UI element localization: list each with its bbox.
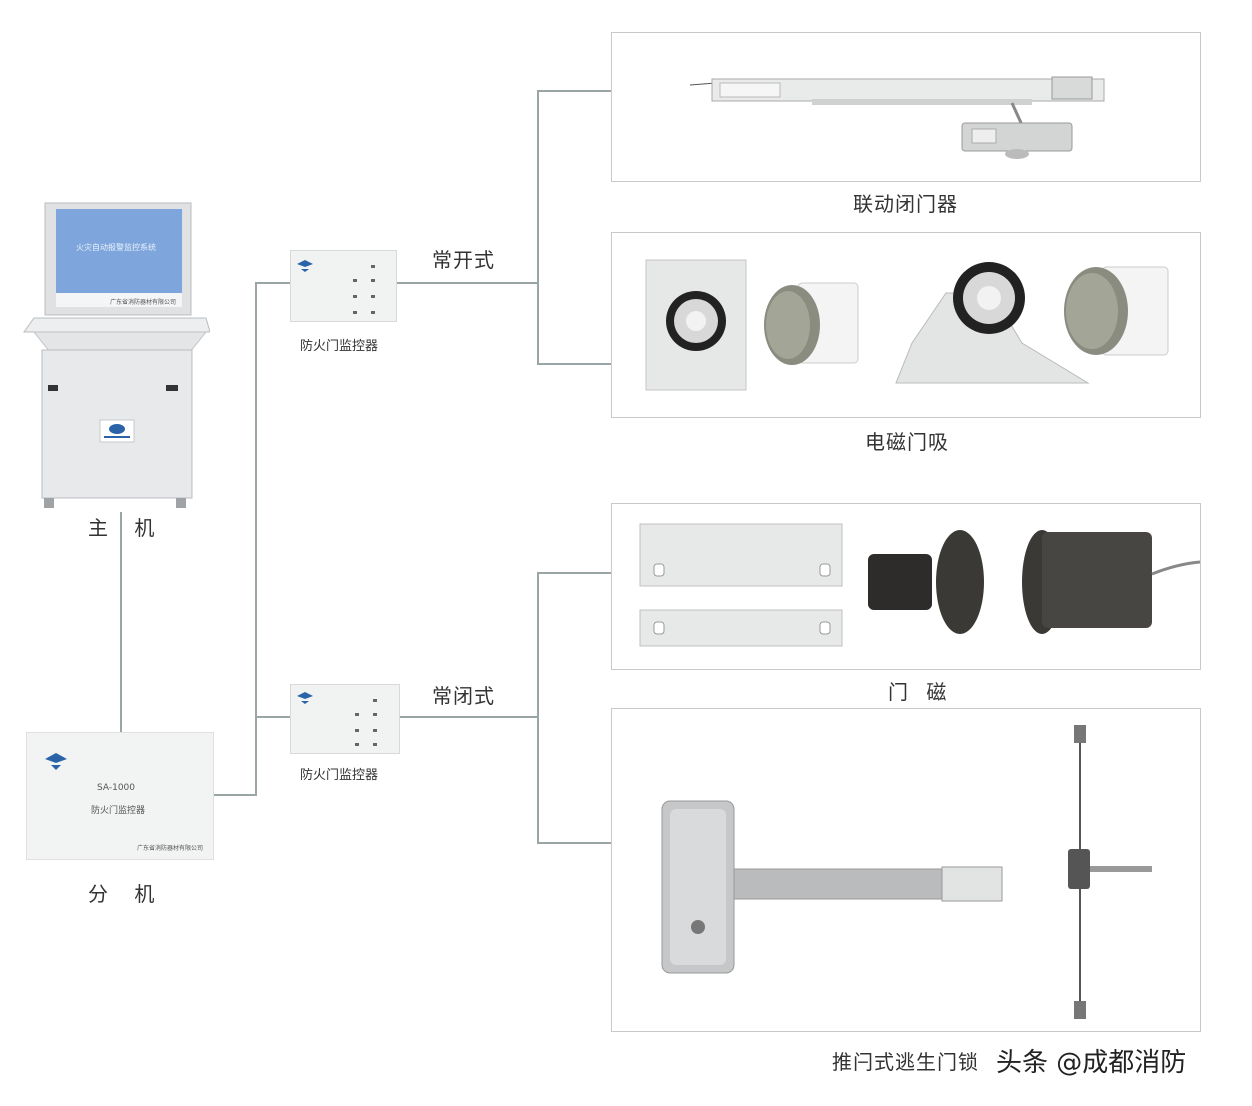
wire-to-controller-1 [255, 282, 290, 284]
controller-2-logo-icon [297, 692, 313, 704]
indicator-dot [373, 699, 377, 702]
product-label-panic-exit-lock: 推闩式逃生门锁 [832, 1050, 979, 1074]
controller-2-label: 防火门监控器 [300, 768, 379, 783]
wire-branch-2-bottom [537, 842, 611, 844]
wire-branch-1-vertical [537, 90, 539, 365]
indicator-dot [371, 295, 375, 298]
sub-host-footer: 广东省消防器材有限公司 [137, 845, 204, 852]
host-screen-title: 火灾自动报警监控系统 [76, 243, 156, 252]
host-screen-footer: 广东省消防器材有限公司 [110, 299, 177, 306]
panel-electromagnetic-holder [611, 232, 1201, 418]
indicator-dot [353, 311, 357, 314]
panel-door-closer [611, 32, 1201, 182]
product-label-electromagnetic-holder: 电磁门吸 [865, 430, 949, 454]
wire-branch-1-top [537, 90, 611, 92]
watermark-text: 头条 @成都消防 [996, 1048, 1187, 1078]
wire-branch-2-top [537, 572, 611, 574]
controller-1-logo-icon [297, 260, 313, 272]
indicator-dot [355, 743, 359, 746]
wire-to-controller-2 [255, 716, 290, 718]
electromagnetic-holder-image [645, 259, 1169, 391]
door-closer-image [689, 76, 1105, 159]
indicator-dot [371, 279, 375, 282]
sub-host-panel: SA-1000 防火门监控器 广东省消防器材有限公司 [26, 732, 214, 860]
wire-controller-2-out [400, 716, 539, 718]
indicator-dot [355, 729, 359, 732]
host-workstation-illustration [23, 202, 211, 508]
panic-exit-lock-image [661, 725, 1152, 1019]
panel-panic-exit-lock [611, 708, 1201, 1032]
wire-host-to-subhost [120, 512, 122, 732]
controller-1-box [290, 250, 397, 322]
panel-door-contact [611, 503, 1201, 670]
wire-trunk-vertical [255, 282, 257, 796]
mode-label-normally-closed: 常闭式 [432, 684, 495, 708]
indicator-dot [373, 743, 377, 746]
host-label: 主 机 [88, 516, 156, 540]
indicator-dot [355, 713, 359, 716]
sub-host-logo-icon [45, 753, 67, 770]
indicator-dot [373, 713, 377, 716]
indicator-dot [373, 729, 377, 732]
product-label-door-contact: 门 磁 [888, 680, 948, 704]
indicator-dot [353, 279, 357, 282]
wire-branch-2-vertical [537, 572, 539, 844]
indicator-dot [371, 311, 375, 314]
controller-2-box [290, 684, 400, 754]
product-label-door-closer: 联动闭门器 [853, 192, 958, 216]
wire-branch-1-bottom [537, 363, 611, 365]
sub-host-label: 分 机 [88, 882, 156, 906]
indicator-dot [353, 295, 357, 298]
sub-host-name: 防火门监控器 [91, 806, 146, 816]
indicator-dot [371, 265, 375, 268]
wire-subhost-right [214, 794, 256, 796]
door-contact-image [639, 523, 1201, 647]
host-workstation: 火灾自动报警监控系统 广东省消防器材有限公司 [20, 200, 211, 512]
wire-controller-1-out [397, 282, 539, 284]
controller-1-label: 防火门监控器 [300, 339, 379, 354]
mode-label-normally-open: 常开式 [432, 248, 495, 272]
sub-host-model: SA-1000 [97, 783, 135, 793]
